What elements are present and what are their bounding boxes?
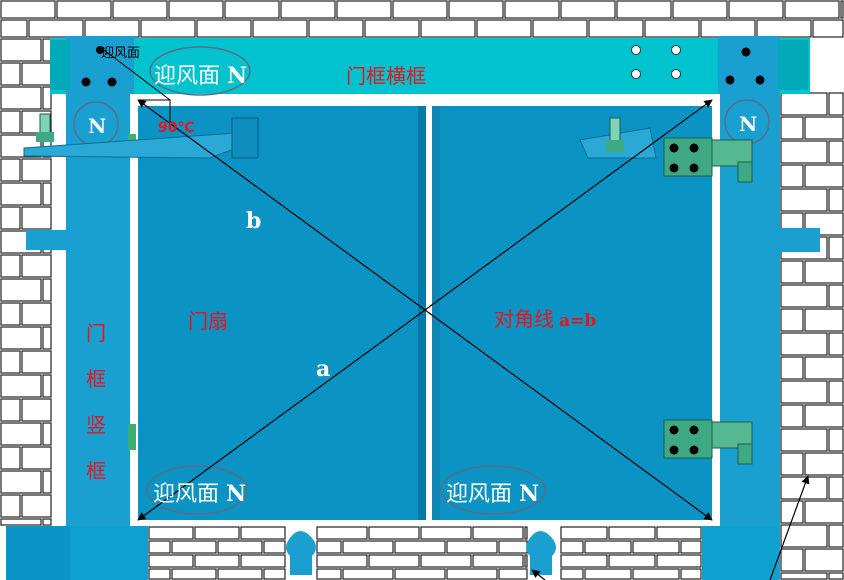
jamb-label: 门 框 竖 框 — [86, 310, 110, 494]
windward-text: 迎风面 — [153, 482, 220, 507]
jamb-char-2: 框 — [86, 367, 106, 391]
white-holes-transom — [631, 45, 681, 79]
left-anchor-stub — [26, 230, 68, 250]
right-transom-end — [778, 40, 808, 90]
bottom-left-block — [6, 526, 70, 580]
left-door-leaf — [138, 106, 418, 520]
arrow-bottom-mid — [531, 569, 546, 580]
windward-bottom-left: 迎风面 N — [153, 476, 246, 508]
windward-text: 迎风面 — [154, 64, 221, 89]
diagonal-eq: a=b — [559, 311, 597, 331]
bolt-dots-top-left — [81, 46, 117, 87]
windward-text: 迎风面 — [446, 482, 513, 507]
jamb-char-4: 框 — [86, 459, 106, 483]
callout-line — [103, 49, 171, 101]
n-mark: N — [519, 481, 540, 507]
arrow-bottom-right — [769, 475, 810, 580]
door-leaf-label: 门扇 — [188, 309, 228, 333]
n-mark: N — [226, 481, 247, 507]
floor-anchors — [286, 531, 556, 575]
right-leaf-edge — [432, 106, 440, 520]
transom-bar — [50, 38, 810, 94]
hinge-strip-bottom — [128, 424, 136, 450]
bottom-right-jamb-foot — [702, 526, 778, 580]
diagonal-a — [137, 99, 713, 521]
diagonal-label: 对角线 a=b — [494, 303, 596, 332]
n-right: N — [739, 112, 758, 136]
right-anchor-stub — [778, 228, 820, 252]
n-mark: N — [227, 63, 248, 89]
top-small-label: 迎风面 — [101, 46, 141, 61]
windward-oval-top — [149, 46, 251, 96]
hinge-top — [663, 137, 753, 183]
windward-top: 迎风面 N — [154, 58, 247, 90]
left-leaf-edge — [418, 106, 426, 520]
hinge-bottom — [663, 419, 753, 465]
windward-bottom-right: 迎风面 N — [446, 476, 539, 508]
label-b: b — [246, 208, 262, 234]
transom-label: 门框横框 — [346, 64, 426, 88]
bottom-left-jamb-foot — [70, 526, 148, 580]
right-jamb — [718, 36, 780, 580]
label-a: a — [316, 356, 331, 382]
left-jamb — [66, 36, 134, 580]
n-left: N — [88, 114, 107, 138]
jamb-char-3: 竖 — [86, 413, 106, 437]
angle-label: 90℃ — [158, 120, 195, 136]
jamb-char-1: 门 — [86, 321, 106, 345]
bolt-dots-top-right — [725, 47, 765, 85]
diagonal-text: 对角线 — [494, 307, 554, 331]
left-transom-end — [50, 40, 70, 90]
